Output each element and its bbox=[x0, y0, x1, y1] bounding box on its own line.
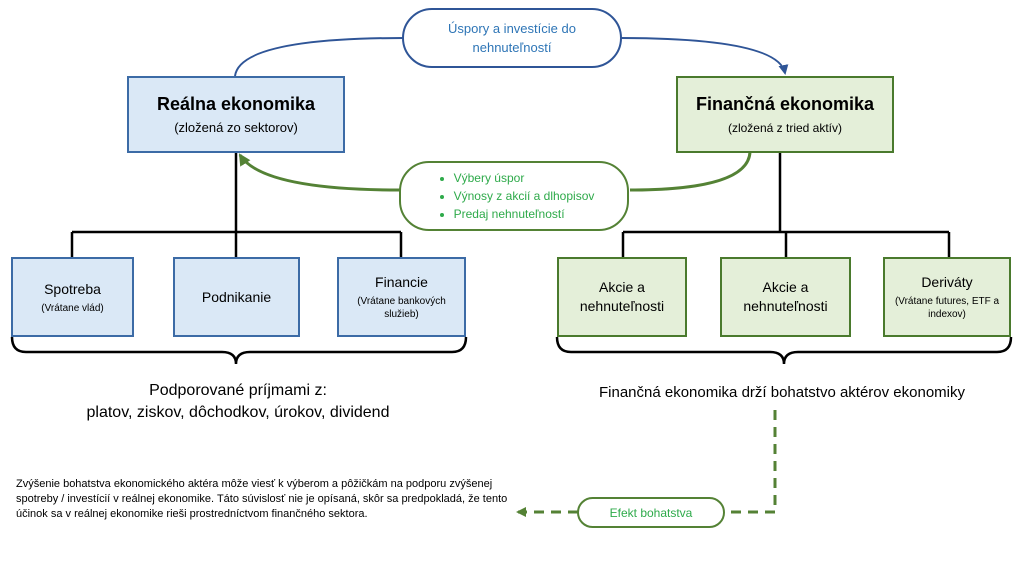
financial-economy-caption: Finančná ekonomika drží bohatstvo aktéro… bbox=[540, 382, 1024, 404]
real-economy-brace bbox=[10, 336, 468, 365]
real-economy-subtitle: (zložená zo sektorov) bbox=[174, 119, 298, 135]
asset-class-stocks-realestate-1-box: Akcie a nehnuteľnosti bbox=[557, 257, 687, 337]
asset-class-title: Deriváty bbox=[921, 274, 973, 290]
sector-title: Podnikanie bbox=[201, 288, 272, 305]
financial-economy-tree bbox=[621, 152, 951, 257]
sector-title: Spotreba bbox=[44, 280, 101, 297]
financial-economy-brace bbox=[555, 336, 1013, 365]
real-economy-title: Reálna ekonomika bbox=[156, 93, 316, 114]
asset-class-stocks-realestate-2-box: Akcie a nehnuteľnosti bbox=[720, 257, 851, 337]
return-flow-list: Výbery úspor Výnosy z akcií a dlhopisov … bbox=[434, 169, 595, 223]
sector-consumption-box: Spotreba (Vrátane vlád) bbox=[11, 257, 134, 337]
asset-class-title: Akcie a nehnuteľnosti bbox=[579, 279, 665, 314]
real-economy-box: Reálna ekonomika (zložená zo sektorov) bbox=[127, 76, 345, 153]
wealth-effect-label: Efekt bohatstva bbox=[609, 505, 693, 520]
return-flow-item: Výnosy z akcií a dlhopisov bbox=[454, 187, 595, 205]
sector-note: (Vrátane bankových služieb) bbox=[357, 296, 446, 320]
asset-class-derivatives-box: Deriváty (Vrátane futures, ETF a indexov… bbox=[883, 257, 1011, 337]
financial-economy-box: Finančná ekonomika (zložená z tried aktí… bbox=[676, 76, 894, 153]
sector-title: Financie bbox=[375, 274, 428, 290]
wealth-effect-pill: Efekt bohatstva bbox=[577, 497, 725, 528]
asset-class-note: (Vrátane futures, ETF a indexov) bbox=[894, 296, 1000, 320]
savings-pill-line2: nehnuteľností bbox=[472, 40, 552, 55]
wealth-effect-dashed-line bbox=[724, 410, 777, 514]
sector-note: (Vrátane vlád) bbox=[41, 302, 104, 314]
financial-economy-title: Finančná ekonomika bbox=[695, 93, 875, 114]
return-flow-arrow bbox=[238, 153, 401, 192]
return-flow-pill: Výbery úspor Výnosy z akcií a dlhopisov … bbox=[399, 161, 629, 231]
real-economy-caption-line2: platov, ziskov, dôchodkov, úrokov, divid… bbox=[86, 404, 390, 421]
real-economy-tree bbox=[70, 152, 403, 257]
sector-finance-box: Financie (Vrátane bankových služieb) bbox=[337, 257, 466, 337]
sector-business-box: Podnikanie bbox=[173, 257, 300, 337]
savings-flow-arrow bbox=[234, 37, 785, 76]
real-economy-caption: Podporované príjmami z: platov, ziskov, … bbox=[30, 380, 446, 424]
real-economy-caption-line1: Podporované príjmami z: bbox=[149, 382, 327, 399]
return-flow-item: Predaj nehnuteľností bbox=[454, 205, 595, 223]
return-flow-line-right bbox=[629, 151, 752, 192]
financial-economy-caption-text: Finančná ekonomika drží bohatstvo aktéro… bbox=[598, 384, 966, 401]
asset-class-title: Akcie a nehnuteľnosti bbox=[743, 279, 828, 314]
return-flow-item: Výbery úspor bbox=[454, 169, 595, 187]
savings-pill-line1: Úspory a investície do bbox=[448, 21, 576, 36]
wealth-effect-note: Zvýšenie bohatstva ekonomického aktéra m… bbox=[16, 478, 508, 520]
financial-economy-subtitle: (zložená z tried aktív) bbox=[727, 120, 843, 135]
savings-investment-pill: Úspory a investície do nehnuteľností bbox=[402, 8, 622, 68]
